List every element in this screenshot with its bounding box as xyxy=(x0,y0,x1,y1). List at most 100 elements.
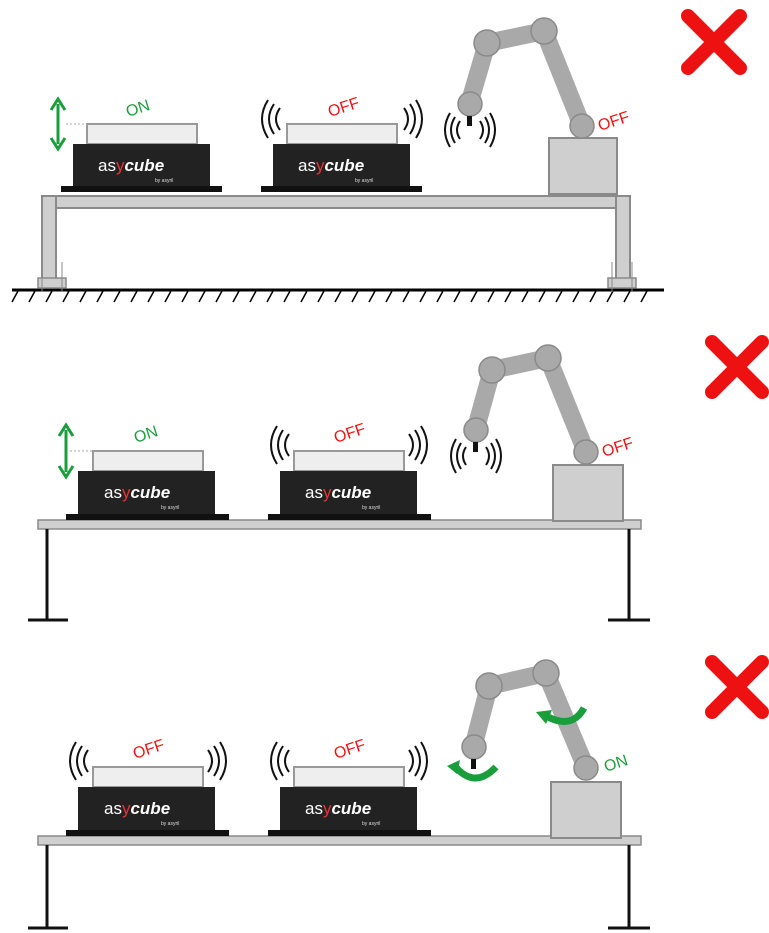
vibration-waves-icon xyxy=(261,99,423,139)
status-label: ON xyxy=(132,423,160,447)
hatch-mark xyxy=(11,290,19,303)
feeder-body xyxy=(78,787,215,830)
hatch-mark xyxy=(623,290,631,303)
brand-logo: asycube xyxy=(305,799,371,818)
vibration-waves-icon xyxy=(69,741,227,781)
scenario-1: asycube by asyril ON asycube by asyril O… xyxy=(11,9,747,303)
hatch-mark xyxy=(589,290,597,303)
feeder-platform xyxy=(293,450,405,472)
robot-arm: OFF xyxy=(450,344,636,522)
feeder-base xyxy=(61,186,222,192)
hatch-mark xyxy=(283,290,291,303)
vibration-waves-icon xyxy=(444,112,496,148)
feeder-base xyxy=(261,186,422,192)
cross-icon xyxy=(681,9,747,75)
hatch-mark xyxy=(198,290,206,303)
feeder-platform xyxy=(92,766,204,788)
feeder-2: asycube by asyril OFF xyxy=(268,421,431,520)
feeder-base xyxy=(268,514,431,520)
hatch-mark xyxy=(130,290,138,303)
hatch-mark xyxy=(436,290,444,303)
hatch-mark xyxy=(266,290,274,303)
hatch-mark xyxy=(96,290,104,303)
svg-text:by asyril: by asyril xyxy=(161,821,179,827)
scenario-2: asycube by asyril ON asycube by asyril O… xyxy=(28,335,769,622)
feeder-base xyxy=(66,514,229,520)
hatch-mark xyxy=(538,290,546,303)
hatch-mark xyxy=(470,290,478,303)
robot-base xyxy=(552,464,624,522)
status-label: OFF xyxy=(600,435,636,461)
gripper xyxy=(471,759,476,769)
hatch-mark xyxy=(572,290,580,303)
robot-arm: ON xyxy=(447,659,630,839)
status-label: OFF xyxy=(332,737,368,763)
hatch-mark xyxy=(385,290,393,303)
hatch-mark xyxy=(402,290,410,303)
hatch-mark xyxy=(28,290,36,303)
feeder-1: asycube by asyril OFF xyxy=(66,737,229,836)
hatch-mark xyxy=(504,290,512,303)
feeder-body xyxy=(78,471,215,514)
hatch-mark xyxy=(249,290,257,303)
brand-logo: asycube xyxy=(98,156,164,175)
feeder-base xyxy=(268,830,431,836)
feeder-body xyxy=(280,471,417,514)
feeder-platform xyxy=(293,766,405,788)
hatch-mark xyxy=(487,290,495,303)
svg-text:by asyril: by asyril xyxy=(362,505,380,511)
svg-text:by asyril: by asyril xyxy=(161,505,179,511)
vertical-arrow-icon xyxy=(57,422,75,480)
hatch-mark xyxy=(45,290,53,303)
hatch-mark xyxy=(215,290,223,303)
hatch-mark xyxy=(555,290,563,303)
support-frame xyxy=(37,195,637,292)
hatch-mark xyxy=(453,290,461,303)
hatch-mark xyxy=(300,290,308,303)
robot-base xyxy=(550,781,622,839)
feeder-2: asycube by asyril OFF xyxy=(268,737,431,836)
cross-icon xyxy=(705,335,769,399)
brand-logo: asycube xyxy=(305,483,371,502)
robot-arm: OFF xyxy=(444,17,632,195)
robot-base xyxy=(548,137,618,195)
status-label: OFF xyxy=(131,737,167,763)
svg-text:by asyril: by asyril xyxy=(362,821,380,827)
feeder-1: asycube by asyril ON xyxy=(57,422,229,520)
feeder-base xyxy=(66,830,229,836)
hatch-mark xyxy=(334,290,342,303)
feeder-body xyxy=(273,144,410,186)
status-label: OFF xyxy=(332,421,368,447)
hatch-mark xyxy=(351,290,359,303)
feeder-body xyxy=(280,787,417,830)
hatch-mark xyxy=(317,290,325,303)
support-table xyxy=(28,519,650,622)
gripper xyxy=(467,116,472,126)
cross-icon xyxy=(705,655,769,719)
gripper xyxy=(473,442,478,452)
feeder-body xyxy=(73,144,210,186)
svg-text:by asyril: by asyril xyxy=(155,178,173,184)
hatch-mark xyxy=(62,290,70,303)
rotation-arrows-icon xyxy=(447,706,588,782)
status-label: ON xyxy=(602,752,630,776)
vibration-waves-icon xyxy=(270,425,428,465)
vertical-arrow-icon xyxy=(49,96,67,152)
hatch-mark xyxy=(606,290,614,303)
vibration-waves-icon xyxy=(270,741,428,781)
status-label: OFF xyxy=(596,109,632,135)
hatch-mark xyxy=(181,290,189,303)
brand-logo: asycube xyxy=(104,483,170,502)
brand-logo: asycube xyxy=(298,156,364,175)
support-table xyxy=(28,835,650,930)
hatch-mark xyxy=(521,290,529,303)
ground xyxy=(11,288,664,303)
feeder-platform xyxy=(92,450,204,472)
hatch-mark xyxy=(113,290,121,303)
hatch-mark xyxy=(419,290,427,303)
feeder-1: asycube by asyril ON xyxy=(49,96,222,192)
hatch-mark xyxy=(79,290,87,303)
hatch-mark xyxy=(368,290,376,303)
status-label: ON xyxy=(124,97,152,121)
